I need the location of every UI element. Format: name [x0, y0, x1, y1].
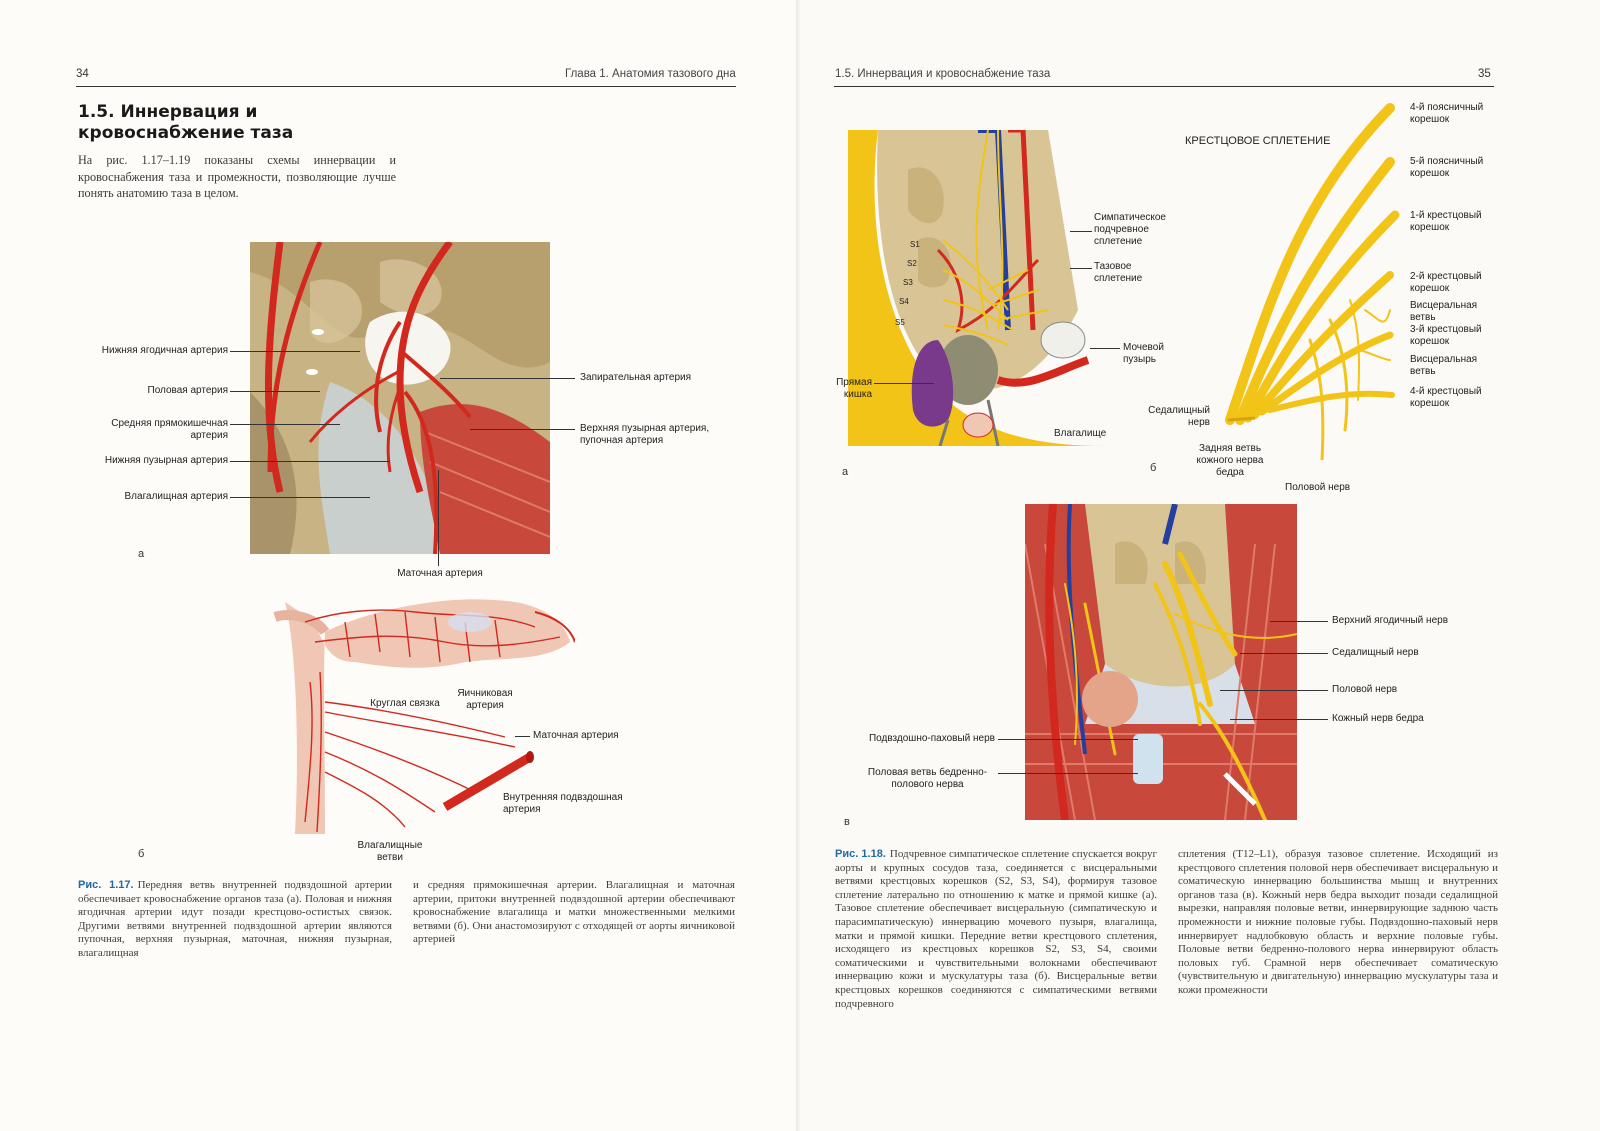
leader-line	[1230, 719, 1328, 720]
label-l4-root: 4-й поясничный корешок	[1410, 102, 1484, 125]
label-round-ligament: Круглая связка	[370, 698, 440, 709]
caption-1-18-col2: сплетения (T12–L1), образуя тазовое спле…	[1178, 848, 1498, 996]
leader-line	[230, 461, 390, 462]
running-head: 1.5. Иннервация и кровоснабжение таза	[835, 68, 1051, 80]
leader-line	[440, 378, 575, 379]
leader-line	[230, 391, 320, 392]
label-ovarian-artery: Яичниковая артерия	[457, 688, 513, 711]
label-s3-root: 3-й крестцовый корешок	[1410, 324, 1482, 347]
label-pudendal-artery: Половая артерия	[147, 385, 229, 396]
label-femoral-cutaneous-nerve: Кожный нерв бедра	[1332, 713, 1424, 724]
label-superior-vesical-artery: Верхняя пузырная артерия, пупочная артер…	[580, 423, 710, 446]
label-superior-gluteal-nerve: Верхний ягодичный нерв	[1332, 615, 1449, 626]
left-page: 34 Глава 1. Анатомия тазового дна 1.5. И…	[76, 68, 736, 961]
label-s5: S5	[895, 318, 905, 327]
label-sciatic-nerve-c: Седалищный нерв	[1332, 647, 1419, 658]
label-s3: S3	[903, 278, 913, 287]
label-sciatic-nerve-b: Седалищный нерв	[1148, 405, 1210, 428]
figure-letter-a: а	[138, 548, 145, 560]
right-page: 1.5. Иннервация и кровоснабжение таза 35	[800, 0, 1600, 1131]
label-ilioinguinal-nerve: Подвздошно-паховый нерв	[868, 733, 995, 744]
header-rule	[76, 86, 736, 87]
figure-1-17b-illustration	[245, 582, 575, 834]
leader-line	[1090, 348, 1120, 349]
intro-paragraph: На рис. 1.17–1.19 показаны схемы иннерва…	[78, 153, 396, 200]
leader-line	[998, 739, 1138, 740]
caption-label: Рис. 1.18.	[835, 848, 886, 860]
page-number: 34	[76, 68, 89, 80]
leader-line	[874, 383, 934, 384]
label-s4-root: 4-й крестцовый корешок	[1410, 386, 1482, 409]
sacral-plexus-title: КРЕСТЦОВОЕ СПЛЕТЕНИЕ	[1185, 135, 1331, 147]
caption-text: Подчревное симпатическое сплетение спуск…	[835, 848, 1157, 1010]
leader-line	[1270, 621, 1328, 622]
label-s1: S1	[910, 240, 920, 249]
label-obturator-artery: Запирательная артерия	[580, 372, 692, 383]
label-inferior-vesical-artery: Нижняя пузырная артерия	[104, 455, 228, 466]
label-sympathetic-hypogastric-plexus: Симпатическое подчревное сплетение	[1094, 212, 1166, 247]
caption-1-18-col1: Рис. 1.18.Подчревное симпатическое сплет…	[835, 848, 1157, 1011]
label-pelvic-plexus: Тазовое сплетение	[1094, 261, 1143, 284]
label-vaginal-artery: Влагалищная артерия	[124, 491, 228, 502]
label-pudendal-nerve-b: Половой нерв	[1285, 482, 1351, 493]
label-posterior-femoral-cutaneous: Задняя ветвь кожного нерва бедра	[1196, 443, 1264, 478]
section-title: 1.5. Иннервация и кровоснабжение таза	[78, 102, 294, 143]
label-rectum: Прямая кишка	[836, 377, 872, 400]
caption-1-17-col2: и средняя прямокишечная артерии. Влагали…	[413, 879, 735, 946]
label-visceral-branch-1: Висцеральная ветвь	[1410, 300, 1478, 323]
label-vaginal-branches: Влагалищные ветви	[357, 840, 423, 863]
figure-1-18c-illustration	[1025, 504, 1297, 820]
label-inferior-gluteal-artery: Нижняя ягодичная артерия	[101, 345, 228, 356]
leader-line	[1240, 653, 1328, 654]
label-vagina: Влагалище	[1054, 428, 1107, 439]
label-uterine-artery-b: Маточная артерия	[533, 730, 619, 741]
label-s4: S4	[899, 297, 909, 306]
caption-text: Передняя ветвь внутренней подвздошной ар…	[78, 879, 392, 959]
label-genitofemoral-branch: Половая ветвь бедренно-полового нерва	[867, 767, 988, 790]
caption-1-17-col1: Рис. 1.17.Передняя ветвь внутренней подв…	[78, 879, 392, 961]
leader-line	[230, 497, 370, 498]
label-bladder: Мочевой пузырь	[1123, 342, 1164, 365]
figure-letter-a: а	[842, 466, 849, 478]
figure-1-18b-illustration	[1210, 100, 1420, 460]
leader-line	[1070, 231, 1092, 232]
leader-line	[998, 773, 1138, 774]
label-s1-root: 1-й крестцовый корешок	[1410, 210, 1482, 233]
figure-1-18a-illustration	[848, 130, 1106, 446]
page-number: 35	[1478, 68, 1491, 80]
leader-line	[230, 351, 360, 352]
header-rule	[834, 86, 1494, 87]
label-pudendal-nerve-c: Половой нерв	[1332, 684, 1398, 695]
leader-line	[515, 736, 530, 737]
label-s2-root: 2-й крестцовый корешок	[1410, 271, 1482, 294]
label-visceral-branch-2: Висцеральная ветвь	[1410, 354, 1478, 377]
figure-1-17a-illustration	[250, 242, 550, 554]
label-s2: S2	[907, 259, 917, 268]
label-middle-rectal-artery: Средняя прямокишечная артерия	[111, 418, 228, 441]
label-uterine-artery-a: Маточная артерия	[397, 568, 483, 579]
leader-line	[470, 429, 575, 430]
leader-line	[438, 470, 439, 566]
figure-letter-v: в	[844, 816, 850, 828]
leader-line	[230, 424, 340, 425]
leader-line	[1220, 690, 1328, 691]
running-head: Глава 1. Анатомия тазового дна	[565, 68, 736, 80]
leader-line	[1070, 268, 1092, 269]
label-internal-iliac-artery: Внутренняя подвздошная артерия	[503, 792, 623, 815]
figure-letter-b: б	[138, 848, 145, 860]
caption-label: Рис. 1.17.	[78, 879, 134, 891]
figure-letter-b: б	[1150, 462, 1157, 474]
label-l5-root: 5-й поясничный корешок	[1410, 156, 1484, 179]
